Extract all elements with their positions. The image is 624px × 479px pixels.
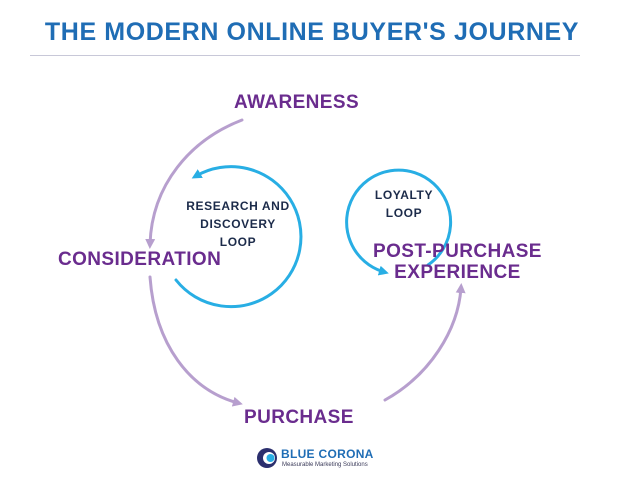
stage-purchase: PURCHASE [244,407,354,428]
logo-tagline: Measurable Marketing Solutions [282,462,368,468]
loyalty-loop-arrow [345,168,453,276]
research-loop-line1: RESEARCH AND [186,199,290,213]
research-discovery-loop-arrow [174,165,303,309]
research-loop-line3: LOOP [219,235,257,249]
corona-icon [257,448,277,468]
stage-post-purchase-experience: POST-PURCHASE EXPERIENCE [373,241,542,283]
arrow-consideration-to-purchase [148,275,243,407]
stage-awareness: AWARENESS [234,92,360,113]
loyalty-loop-label: LOYALTY LOOP [364,186,444,222]
research-discovery-loop-label: RESEARCH AND DISCOVERY LOOP [178,197,298,251]
page-title: THE MODERN ONLINE BUYER'S JOURNEY [44,18,580,46]
stage-consideration: CONSIDERATION [58,249,222,270]
loyalty-loop-line2: LOOP [385,206,423,220]
arrow-purchase-to-post-purchase [383,283,466,402]
loyalty-loop-line1: LOYALTY [374,188,434,202]
stage-post-purchase-line2: EXPERIENCE [394,262,521,283]
research-loop-line2: DISCOVERY [200,217,276,231]
stage-post-purchase-line1: POST-PURCHASE [373,241,542,262]
logo-name: BLUE CORONA [281,447,374,461]
arrow-awareness-to-consideration [145,118,244,249]
title-divider [30,55,580,56]
